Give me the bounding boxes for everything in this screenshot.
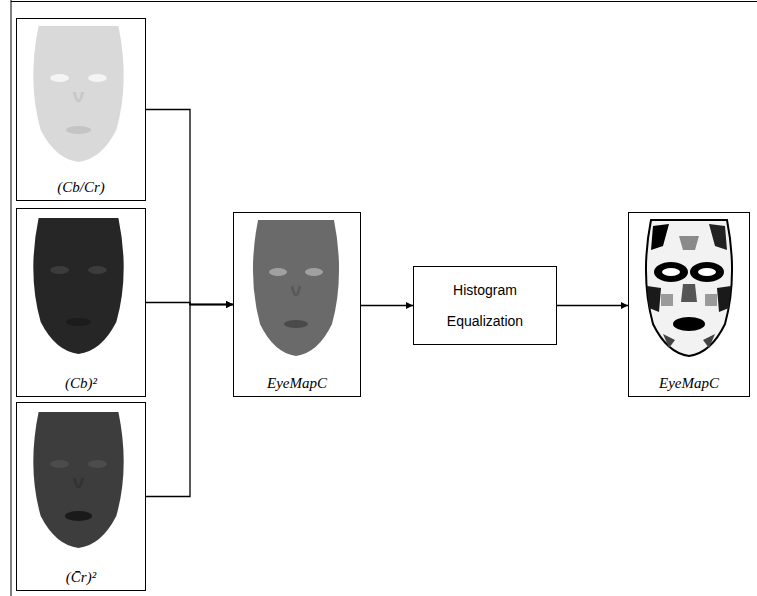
image-panel: (C̄r)² bbox=[16, 402, 146, 591]
panel-border bbox=[11, 0, 12, 596]
process-box: Histogram Equalization bbox=[413, 266, 557, 345]
node-label: (Cb)² bbox=[62, 374, 100, 392]
face-image bbox=[33, 412, 123, 548]
image-panel: (Cb/Cr) bbox=[16, 18, 146, 201]
node-label: EyeMapC bbox=[656, 374, 722, 392]
node-label: Histogram Equalization bbox=[434, 275, 536, 337]
connector bbox=[146, 110, 233, 305]
connector bbox=[146, 305, 233, 497]
image-panel: EyeMapC bbox=[233, 212, 361, 397]
panel-border bbox=[11, 1, 757, 2]
face-image bbox=[33, 26, 123, 162]
node-label: EyeMapC bbox=[264, 374, 330, 392]
node-label: (Cb/Cr) bbox=[54, 178, 108, 196]
face-image bbox=[33, 218, 123, 354]
connector bbox=[361, 305, 413, 306]
face-image bbox=[646, 220, 732, 356]
image-panel: (Cb)² bbox=[16, 208, 146, 397]
face-image bbox=[253, 220, 339, 356]
node-label: (C̄r)² bbox=[63, 568, 99, 586]
image-panel: EyeMapC bbox=[628, 212, 750, 397]
connector bbox=[557, 305, 628, 306]
